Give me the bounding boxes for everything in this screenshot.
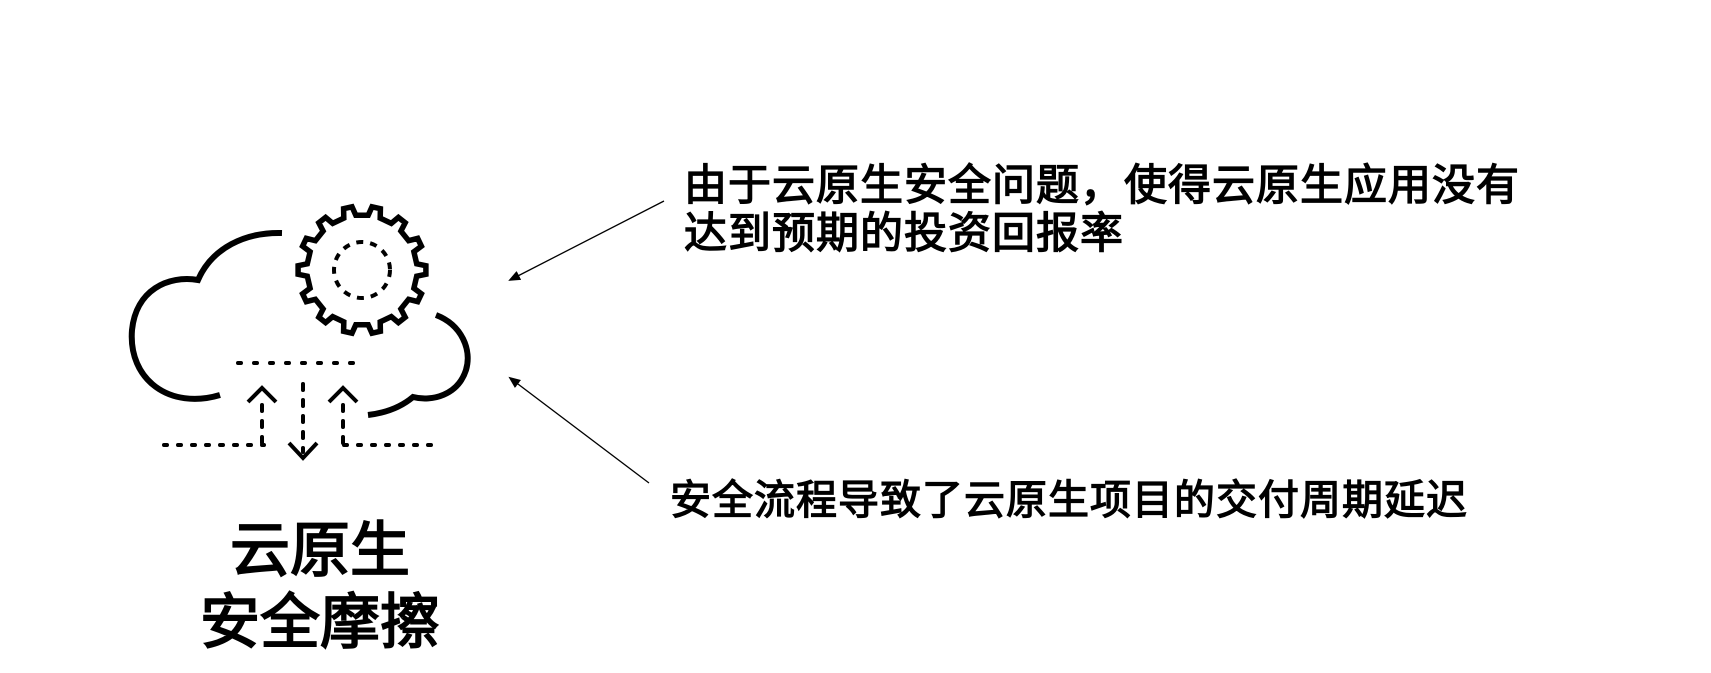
message-roi: 由于云原生安全问题，使得云原生应用没有 达到预期的投资回报率 bbox=[684, 162, 1520, 258]
data-flow-icon bbox=[162, 361, 444, 461]
message-delivery-delay: 安全流程导致了云原生项目的交付周期延迟 bbox=[670, 476, 1468, 524]
cloud-outline-right bbox=[367, 312, 471, 418]
cloud-outline-left bbox=[128, 229, 283, 402]
gear-icon bbox=[295, 203, 429, 337]
message-roi-line1: 由于云原生安全问题，使得云原生应用没有 bbox=[684, 161, 1520, 211]
arrow-icon-to-msg2 bbox=[508, 376, 650, 484]
gear-inner-dashed-circle bbox=[332, 240, 392, 300]
cloud-gear-icon bbox=[128, 203, 471, 461]
arrow-icon-to-msg1 bbox=[508, 200, 665, 281]
message-roi-line2: 达到预期的投资回报率 bbox=[684, 209, 1124, 259]
title-line1: 云原生 bbox=[230, 516, 410, 586]
diagram-title: 云原生 安全摩擦 bbox=[170, 515, 470, 659]
title-line2: 安全摩擦 bbox=[200, 588, 440, 658]
